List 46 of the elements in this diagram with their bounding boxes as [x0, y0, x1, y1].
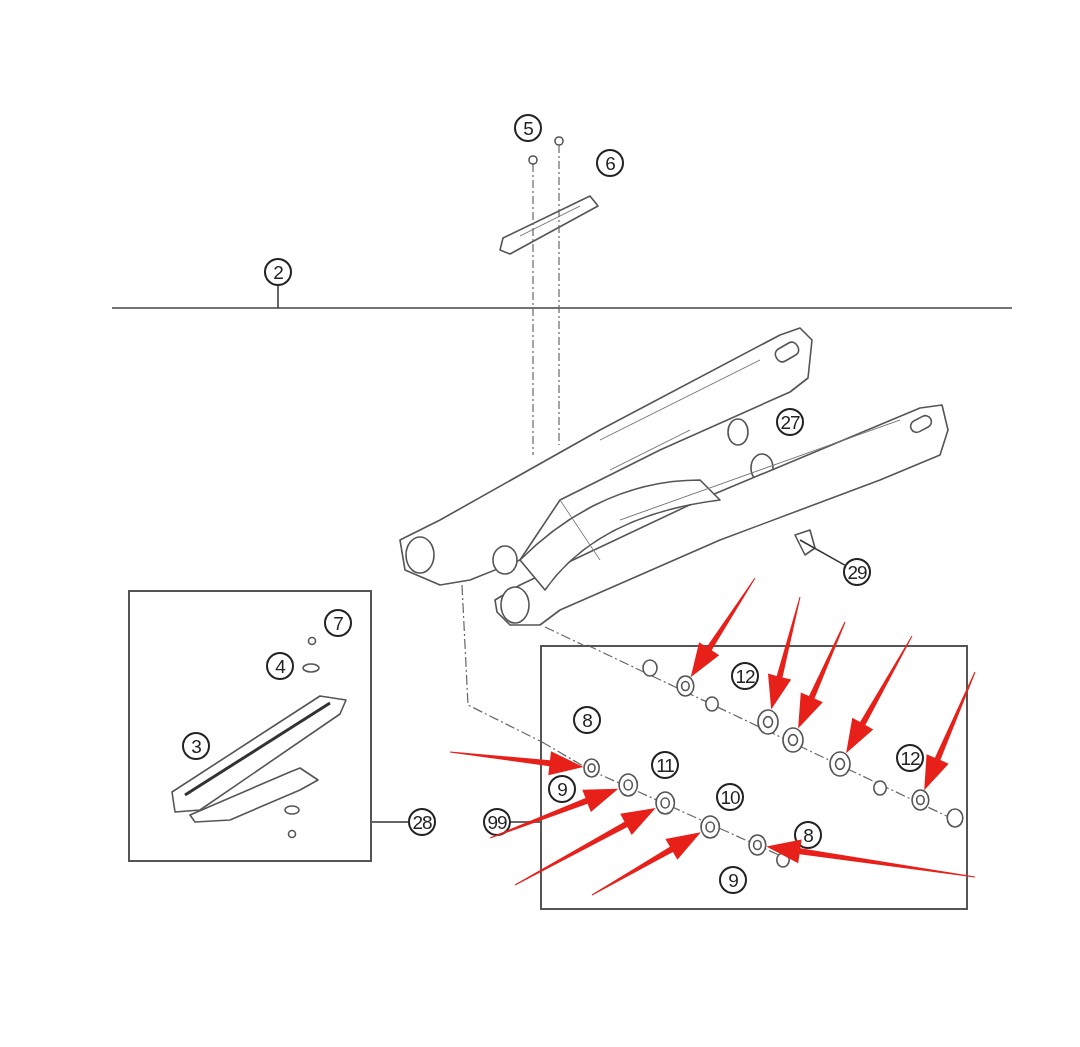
leader-line — [277, 285, 279, 309]
callout-number: 28 — [408, 808, 436, 836]
bushing-drawing — [747, 834, 767, 856]
highlight-arrow — [690, 577, 756, 678]
highlight-arrow — [514, 808, 656, 886]
callout-number: 8 — [794, 821, 822, 849]
callout-number: 8 — [573, 706, 601, 734]
bushing-drawing — [583, 758, 601, 778]
callout-number: 99 — [483, 808, 511, 836]
inset-frame — [128, 590, 372, 862]
highlight-arrow — [846, 635, 913, 754]
highlight-arrow — [449, 751, 584, 776]
bushing-drawing — [829, 751, 851, 777]
bushing-drawing — [757, 709, 779, 735]
bushing-drawing — [675, 675, 695, 697]
callout-number: 12 — [731, 662, 759, 690]
callout-number: 2 — [264, 258, 292, 286]
leader-line — [510, 821, 541, 823]
callout-number: 5 — [514, 114, 542, 142]
bushing-drawing — [617, 773, 639, 797]
inset-frame — [540, 645, 968, 910]
leader-line — [799, 539, 846, 566]
center-line — [461, 584, 541, 742]
callout-number: 9 — [548, 775, 576, 803]
highlight-arrow — [924, 671, 976, 791]
callout-number: 27 — [776, 408, 804, 436]
callout-number: 7 — [324, 609, 352, 637]
callout-number: 11 — [651, 751, 679, 779]
center-line — [544, 626, 584, 646]
highlight-arrow — [591, 832, 701, 896]
highlight-arrow — [489, 788, 619, 839]
callout-number: 3 — [182, 732, 210, 760]
bushing-drawing — [782, 727, 804, 753]
bushing-drawing — [910, 789, 930, 811]
callout-number: 6 — [596, 149, 624, 177]
highlight-arrow — [768, 596, 801, 710]
highlight-arrow — [798, 621, 846, 729]
callout-number: 10 — [716, 783, 744, 811]
callout-number: 29 — [843, 558, 871, 586]
callout-number: 4 — [266, 652, 294, 680]
callout-number: 12 — [896, 744, 924, 772]
bushing-drawing — [699, 815, 721, 839]
highlight-arrow — [766, 839, 976, 878]
callout-number: 9 — [719, 866, 747, 894]
leader-line — [371, 821, 409, 823]
bushing-drawing — [654, 791, 676, 815]
